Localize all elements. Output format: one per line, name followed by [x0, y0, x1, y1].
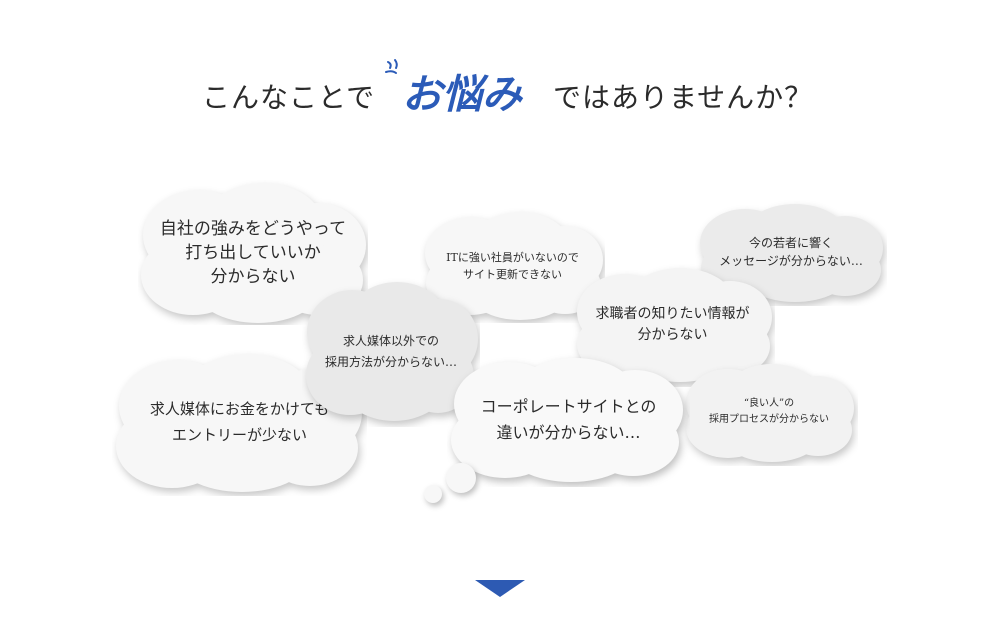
worry-line: “良い人”の	[743, 398, 795, 409]
thought-bubble-dot-large	[446, 463, 476, 493]
scroll-down-arrow-icon[interactable]	[475, 580, 525, 597]
worry-cloud-job-seeker-info: 求職者の知りたい情報が 分からない	[570, 262, 775, 387]
worry-line: 違いが分からない…	[496, 422, 641, 442]
worry-line: 今の若者に響く	[748, 236, 833, 250]
worry-cloud-it-staff: ITに強い社員がいないので サイト更新できない	[420, 208, 605, 323]
worry-line: メッセージが分からない…	[719, 254, 863, 268]
worry-line: 打ち出していいか	[185, 242, 321, 263]
worry-line: エントリーが少ない	[171, 426, 307, 444]
worry-cloud-corporate-site: コーポレートサイトとの 違いが分からない…	[447, 352, 690, 487]
page-heading: こんなことで お悩み ではありませんか？	[0, 58, 1000, 128]
worry-line: サイト更新できない	[463, 267, 562, 281]
thought-bubble-dot-small	[424, 485, 442, 503]
worry-cloud-low-entries: 求人媒体にお金をかけても エントリーが少ない	[112, 348, 367, 496]
worry-line: 分からない	[637, 326, 708, 343]
worry-line: ITに強い社員がいないので	[446, 250, 579, 264]
worry-cloud-other-methods: 求人媒体以外での 採用方法が分からない…	[302, 277, 480, 427]
cloud-shape	[306, 282, 478, 421]
worry-line: 自社の強みをどうやって	[159, 218, 347, 239]
cloud-shape	[425, 212, 603, 320]
heading-text-after: ではありませんか？	[553, 81, 814, 114]
worry-cloud-good-people: “良い人”の 採用プロセスが分からない	[680, 358, 858, 466]
worry-cloud-young-message: 今の若者に響く メッセージが分からない…	[695, 198, 887, 306]
heading-accent: お悩み	[402, 72, 522, 118]
cloud-shape	[451, 358, 683, 482]
worry-line: 求人媒体にお金をかけても	[149, 400, 330, 418]
worry-line: コーポレートサイトとの	[480, 396, 657, 416]
heading-text-before: こんなことで	[202, 81, 376, 114]
worry-line: 採用プロセスが分からない	[709, 414, 829, 425]
worry-line: 採用方法が分からない…	[324, 355, 457, 369]
cloud-shape	[577, 268, 772, 382]
worry-line: 分からない	[210, 266, 296, 287]
cloud-shape	[686, 364, 854, 462]
cloud-shape	[116, 354, 362, 492]
cloud-shape	[700, 204, 883, 302]
sweat-mark-icon	[385, 59, 398, 74]
worry-line: 求職者の知りたい情報が	[595, 305, 750, 322]
worry-line: 求人媒体以外での	[342, 334, 439, 348]
